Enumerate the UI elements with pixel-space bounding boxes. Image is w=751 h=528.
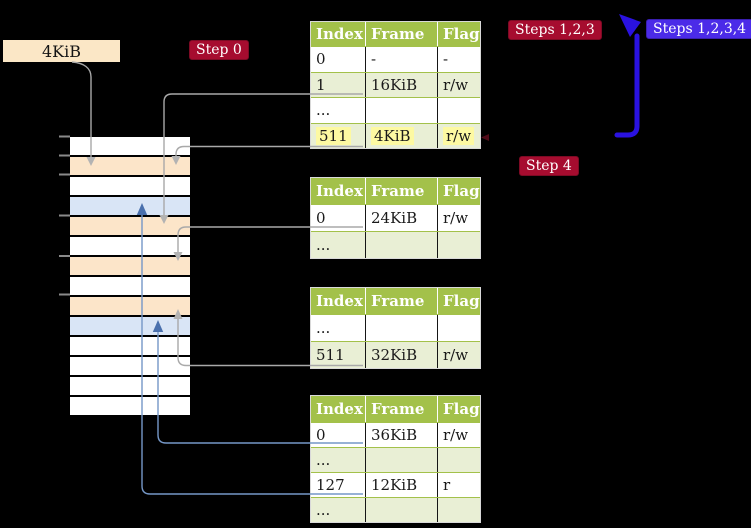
table-cell: r	[437, 473, 480, 497]
table-cell: ...	[316, 101, 331, 120]
column-header: Index	[316, 182, 363, 200]
column-header: Frame	[365, 178, 437, 204]
badge-step0: Step 0	[189, 40, 249, 60]
table-cell	[365, 98, 437, 123]
column-header: Frame	[365, 22, 437, 46]
table-row: ...	[311, 97, 480, 123]
column-header: Index	[316, 25, 363, 43]
table-cell: 4KiB	[365, 123, 437, 148]
table-cell: 511	[311, 124, 365, 149]
table-cell: r/w	[437, 72, 480, 97]
memory-row-blue	[70, 316, 190, 336]
table-cell: -	[437, 47, 480, 72]
memory-row-blue	[70, 196, 190, 216]
recursive-arrow	[614, 14, 641, 138]
column-header: Index	[316, 400, 363, 418]
recursive-arrowhead	[619, 14, 641, 37]
table-row: ...	[311, 314, 480, 341]
memory-row-peach	[70, 216, 190, 236]
memory-row-white	[70, 336, 190, 356]
column-header: Flags	[437, 178, 480, 204]
memory-row-white	[70, 376, 190, 395]
column-header: Index	[316, 292, 363, 310]
table-cell: ...	[316, 501, 331, 519]
table-row: 0 --	[311, 46, 480, 72]
table-cell	[437, 448, 480, 472]
table-cell	[365, 232, 437, 258]
mem-size-label-box: 4KiB	[3, 40, 120, 62]
table-cell: r/w	[437, 342, 480, 368]
table-cell	[437, 498, 480, 522]
column-header: Frame	[365, 288, 437, 314]
memory-row-peach	[70, 156, 190, 176]
table-cell: 24KiB	[365, 205, 437, 231]
table-header-row: IndexFrameFlags	[311, 396, 480, 422]
table-cell	[437, 315, 480, 341]
table-cell: 12KiB	[365, 473, 437, 497]
table-cell: 1	[316, 75, 326, 94]
table-cell: 511	[316, 346, 345, 364]
table-cell: ...	[316, 319, 331, 337]
mem-size-label: 4KiB	[41, 41, 81, 61]
memory-row-white	[70, 396, 190, 415]
table-cell	[365, 315, 437, 341]
badge-steps123: Steps 1,2,3	[508, 20, 602, 40]
highlighted-value: 511	[316, 126, 351, 145]
table-row: ...	[311, 497, 480, 522]
highlighted-value: 4KiB	[371, 126, 414, 145]
column-header: Flags	[437, 22, 480, 46]
table-cell	[365, 498, 437, 522]
table-row: 511 4KiB r/w	[311, 122, 480, 149]
memory-row-white	[70, 356, 190, 376]
table-row: ...	[311, 447, 480, 472]
table-cell	[437, 232, 480, 258]
table-cell: 127	[316, 476, 345, 494]
highlighted-value: r/w	[443, 126, 475, 145]
memory-row-peach	[70, 256, 190, 276]
memory-row-white	[70, 276, 190, 296]
memory-column	[70, 137, 190, 415]
memory-ticks	[59, 135, 70, 296]
table-cell	[365, 448, 437, 472]
table-cell: 0	[316, 50, 326, 69]
table-cell: ...	[316, 451, 331, 469]
entry511-self-pointer-mark	[481, 134, 489, 141]
column-header: Frame	[365, 396, 437, 422]
table-cell: r/w	[437, 123, 480, 148]
badge-steps1234: Steps 1,2,3,4	[646, 19, 751, 39]
table-cell: 0	[316, 426, 326, 444]
table-cell: -	[365, 47, 437, 72]
table-cell: r/w	[437, 205, 480, 231]
table-header-row: IndexFrameFlags	[311, 22, 480, 46]
column-header: Flags	[437, 396, 480, 422]
table-header-row: IndexFrameFlags	[311, 178, 480, 204]
table-cell: ...	[316, 236, 331, 254]
memory-row-white	[70, 176, 190, 196]
memory-row-peach	[70, 296, 190, 316]
table-cell: 36KiB	[365, 423, 437, 447]
column-header: Flags	[437, 288, 480, 314]
badge-step4: Step 4	[519, 156, 579, 176]
table-row: ...	[311, 231, 480, 258]
table-cell: r/w	[437, 423, 480, 447]
table-cell: 0	[316, 209, 326, 227]
table-cell: 16KiB	[365, 72, 437, 97]
page-table-second: IndexFrameFlags 0 24KiBr/w...	[310, 177, 481, 259]
memory-row-white	[70, 137, 190, 156]
table-cell: 32KiB	[365, 342, 437, 368]
memory-row-white	[70, 236, 190, 256]
table-cell	[437, 98, 480, 123]
table-header-row: IndexFrameFlags	[311, 288, 480, 314]
